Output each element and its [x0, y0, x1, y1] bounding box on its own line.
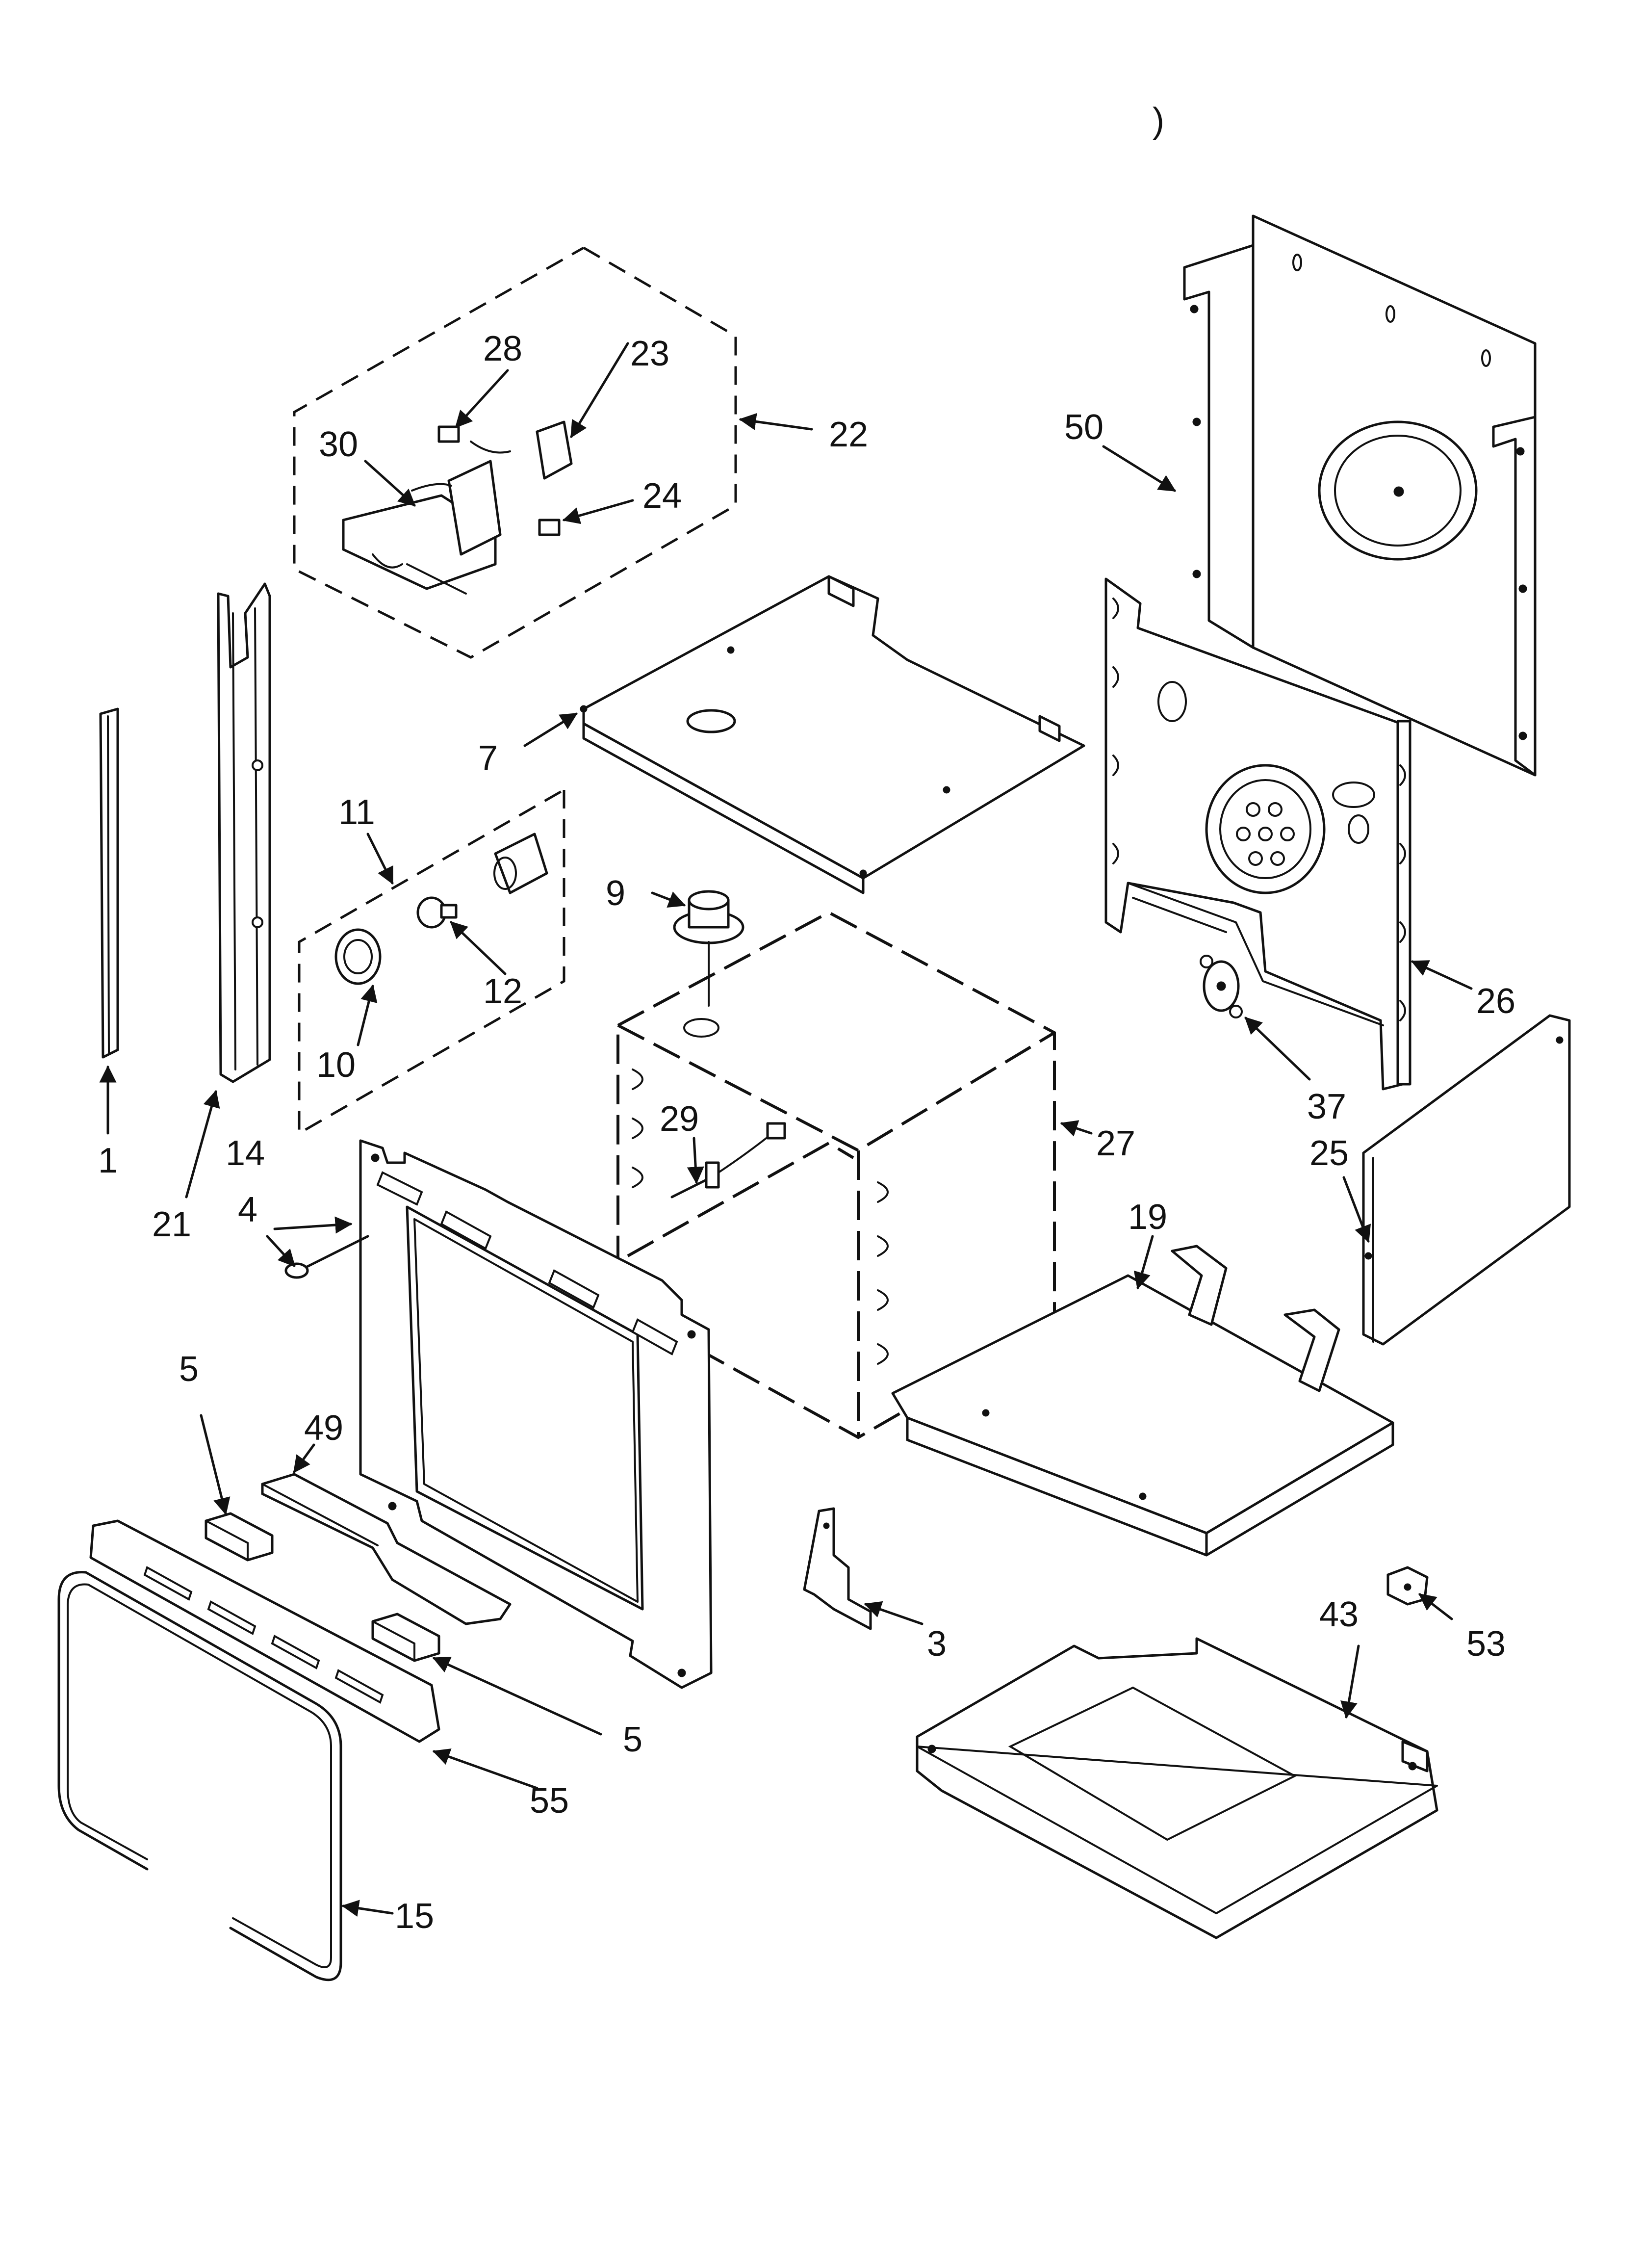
- label-14: 14: [226, 1134, 265, 1173]
- part-19-floor-panel: [891, 1245, 1394, 1557]
- label-26: 26: [1476, 982, 1515, 1021]
- label-27: 27: [1096, 1124, 1135, 1163]
- label-10: 10: [316, 1045, 356, 1085]
- leader-lines: [99, 342, 1473, 1917]
- part-4-screw: [284, 1235, 369, 1279]
- part-11-light-group: [298, 788, 565, 1136]
- label-3: 3: [927, 1624, 947, 1664]
- label-5-lower: 5: [623, 1720, 642, 1759]
- part-21-side-rail: [217, 582, 271, 1083]
- label-49: 49: [304, 1408, 343, 1448]
- part-53-clip: [1386, 1566, 1429, 1606]
- part-29-sensor: [670, 1122, 786, 1199]
- part-14-front-frame: [359, 1139, 713, 1689]
- label-23: 23: [630, 334, 669, 373]
- label-12: 12: [483, 972, 522, 1011]
- part-43-bottom-tray: [916, 1637, 1438, 1939]
- part-3-bracket: [803, 1507, 872, 1630]
- part-7-top-cover: [580, 575, 1085, 894]
- label-4: 4: [238, 1190, 257, 1229]
- part-15-gasket: [57, 1571, 342, 1981]
- part-49-bracket: [261, 1473, 512, 1625]
- part-22-control-group: [293, 246, 737, 659]
- label-25: 25: [1309, 1134, 1349, 1173]
- part-50-rear-panel: [1183, 214, 1537, 777]
- part-5-block-lower: [371, 1613, 440, 1662]
- label-24: 24: [642, 476, 682, 516]
- label-55: 55: [530, 1781, 569, 1821]
- corner-mark: ): [1153, 101, 1164, 140]
- label-9: 9: [606, 874, 625, 913]
- label-29: 29: [660, 1099, 699, 1139]
- label-19: 19: [1128, 1198, 1167, 1237]
- label-22: 22: [829, 415, 868, 454]
- label-53: 53: [1466, 1624, 1506, 1664]
- label-15: 15: [395, 1897, 434, 1936]
- label-30: 30: [319, 425, 358, 464]
- part-1-trim: [99, 707, 119, 1059]
- label-50: 50: [1064, 408, 1103, 447]
- callout-labels: 1 21 14 4 5 49 5 55 15 11 10 12 9 7 30 2…: [98, 329, 1515, 1936]
- label-5-upper: 5: [179, 1350, 199, 1389]
- label-11: 11: [338, 793, 375, 832]
- part-5-block-upper: [205, 1512, 274, 1562]
- part-9-socket: [673, 890, 744, 1007]
- part-37-thermostat: [1200, 955, 1243, 1018]
- label-1: 1: [98, 1141, 118, 1180]
- label-21: 21: [152, 1205, 191, 1244]
- part-55-seal-holder: [89, 1519, 440, 1743]
- label-43: 43: [1319, 1595, 1359, 1634]
- label-28: 28: [483, 329, 522, 368]
- label-7: 7: [478, 739, 498, 778]
- label-37: 37: [1307, 1087, 1346, 1126]
- part-25-side-panel: [1362, 1014, 1571, 1346]
- part-26-rear-frame: [1104, 577, 1411, 1091]
